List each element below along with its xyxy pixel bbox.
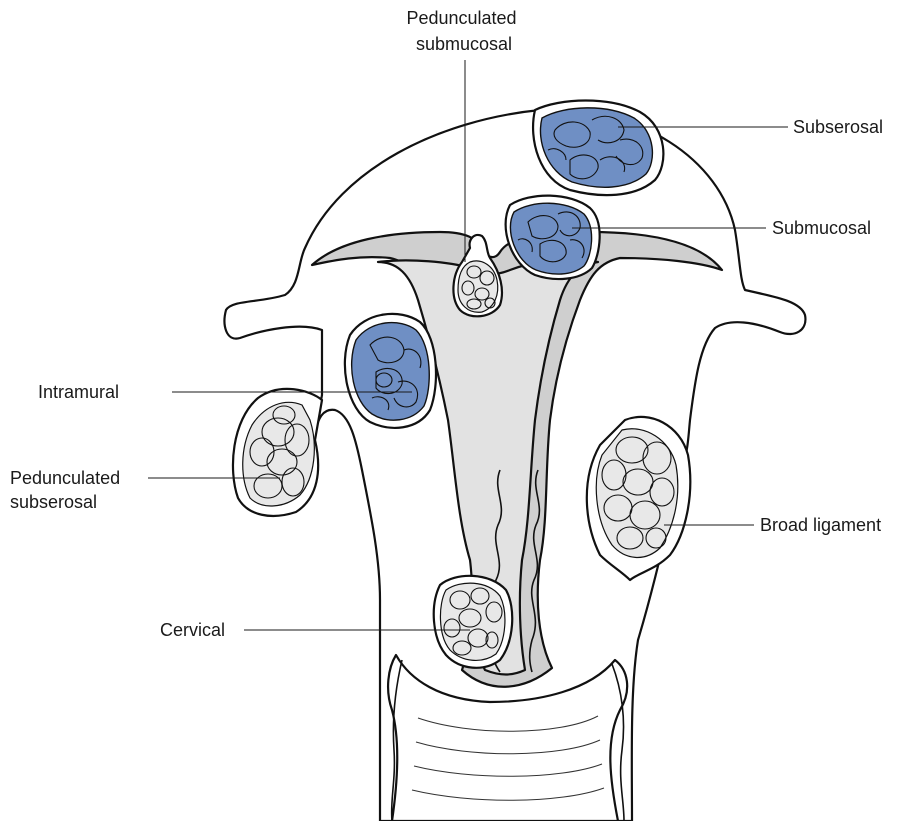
pedunculated-submucosal-fibroid — [458, 261, 498, 312]
label-intramural: Intramural — [38, 382, 119, 402]
label-subserosal: Subserosal — [793, 117, 883, 137]
label-cervical: Cervical — [160, 620, 225, 640]
label-broad-ligament: Broad ligament — [760, 515, 881, 535]
label-pedunculated-submucosal: Pedunculated submucosal — [406, 8, 521, 54]
label-pedunculated-subserosal: Pedunculated subserosal — [10, 468, 125, 512]
label-submucosal: Submucosal — [772, 218, 871, 238]
